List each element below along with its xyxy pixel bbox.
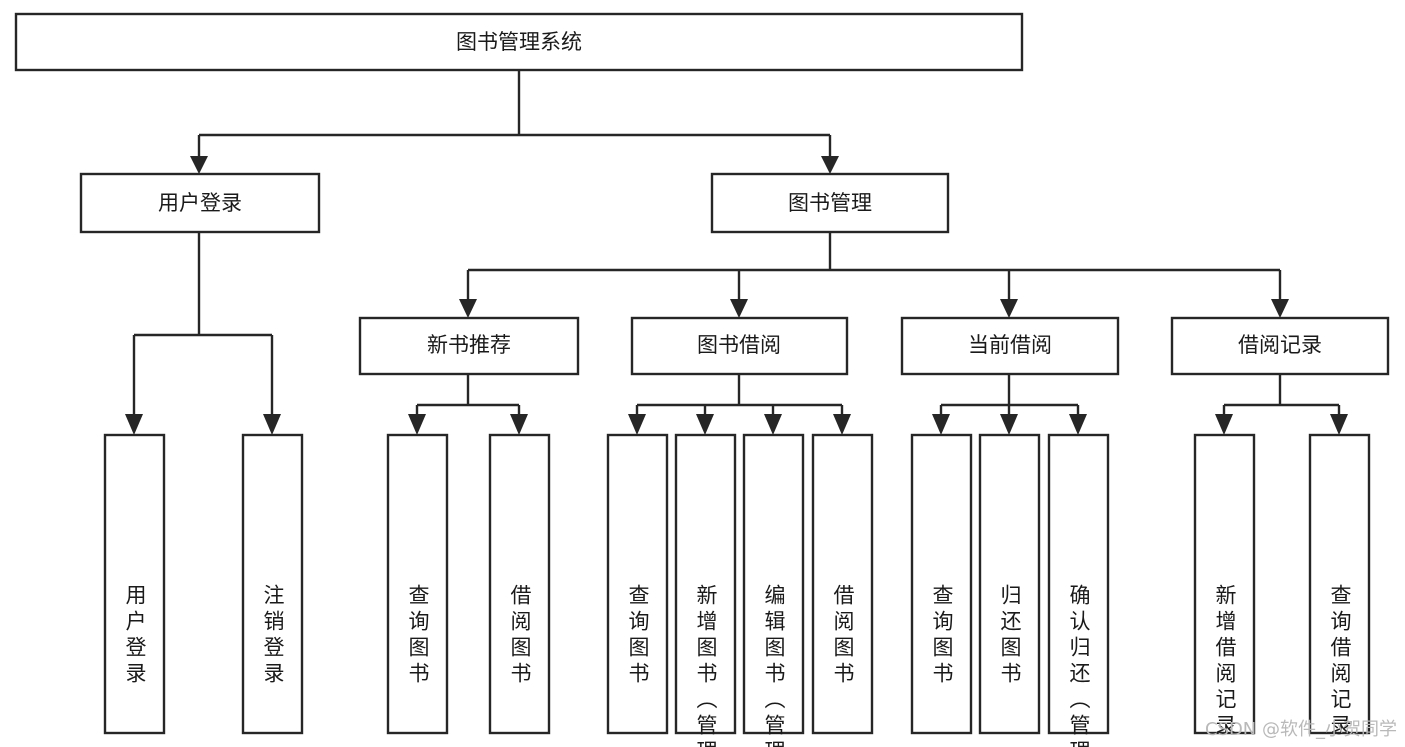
arrow-head-leaf-edit-book [764,414,782,435]
node-leaf-return-book-box[interactable] [978,433,1041,735]
node-leaf-query-record[interactable]: 查询借阅记录 [1308,433,1371,740]
node-leaf-query-book-1-box[interactable] [386,433,449,735]
node-leaf-query-record-label: 查询借阅记录 [1328,584,1352,740]
node-user-login-box[interactable] [79,172,321,234]
node-book-manage-box[interactable] [710,172,950,234]
node-leaf-return-book-label: 归还图书 [998,584,1022,688]
node-book-manage[interactable]: 图书管理 [710,172,950,234]
node-book-manage-label: 图书管理 [788,191,872,215]
node-current-borrow-box[interactable] [900,316,1120,376]
node-borrow-record[interactable]: 借阅记录 [1170,316,1390,376]
node-leaf-logout-login[interactable]: 注销登录 [241,433,304,735]
arrow-head-leaf-query-book-2 [628,414,646,435]
node-leaf-borrow-book-2-label: 借阅图书 [831,584,855,688]
arrow-head-leaf-add-book [696,414,714,435]
node-current-borrow[interactable]: 当前借阅 [900,316,1120,376]
node-leaf-add-book-label: 新增图书（管理员） [694,584,718,747]
arrow-head-current-borrow [1000,299,1018,318]
arrow-head-leaf-query-record [1330,414,1348,435]
arrow-head-leaf-user-login [125,414,143,435]
arrow-head-user-login [190,156,208,174]
node-leaf-query-book-1-label: 查询图书 [406,584,430,688]
node-leaf-add-book-box[interactable] [674,433,737,735]
node-leaf-logout-login-label: 注销登录 [261,584,285,688]
node-book-borrow-label: 图书借阅 [697,333,781,357]
node-root-label: 图书管理系统 [456,30,582,54]
node-borrow-record-box[interactable] [1170,316,1390,376]
node-leaf-add-record[interactable]: 新增借阅记录 [1193,433,1256,740]
node-leaf-logout-login-box[interactable] [241,433,304,735]
arrow-head-leaf-borrow-book-1 [510,414,528,435]
node-leaf-confirm-return-box[interactable] [1047,433,1110,735]
node-leaf-query-book-2-label: 查询图书 [626,584,650,688]
node-new-book-rec-box[interactable] [358,316,580,376]
node-new-book-rec[interactable]: 新书推荐 [358,316,580,376]
node-leaf-borrow-book-1-box[interactable] [488,433,551,735]
node-leaf-query-book-1[interactable]: 查询图书 [386,433,449,735]
arrow-head-leaf-logout-login [263,414,281,435]
node-book-borrow-box[interactable] [630,316,849,376]
node-leaf-user-login-box[interactable] [103,433,166,735]
arrow-head-leaf-confirm-return [1069,414,1087,435]
node-user-login[interactable]: 用户登录 [79,172,321,234]
node-leaf-borrow-book-2-box[interactable] [811,433,874,735]
node-leaf-query-record-box[interactable] [1308,433,1371,735]
arrow-head-book-manage [821,156,839,174]
node-leaf-add-record-box[interactable] [1193,433,1256,735]
node-leaf-borrow-book-1-label: 借阅图书 [508,584,532,688]
arrow-head-borrow-record [1271,299,1289,318]
node-leaf-confirm-return[interactable]: 确认归还（管理员） [1047,433,1110,747]
arrow-head-book-borrow [730,299,748,318]
node-leaf-add-record-label: 新增借阅记录 [1213,584,1237,740]
node-new-book-rec-label: 新书推荐 [427,333,511,357]
node-root-box[interactable] [14,12,1024,72]
node-current-borrow-label: 当前借阅 [968,333,1052,357]
node-leaf-return-book[interactable]: 归还图书 [978,433,1041,735]
node-leaf-borrow-book-1[interactable]: 借阅图书 [488,433,551,735]
arrow-head-leaf-borrow-book-2 [833,414,851,435]
arrow-head-leaf-query-book-1 [408,414,426,435]
arrow-head-leaf-query-book-3 [932,414,950,435]
arrow-head-new-book-rec [459,299,477,318]
node-leaf-add-book[interactable]: 新增图书（管理员） [674,433,737,747]
node-root[interactable]: 图书管理系统 [14,12,1024,72]
node-leaf-query-book-3-box[interactable] [910,433,973,735]
node-leaf-confirm-return-label: 确认归还（管理员） [1067,584,1091,747]
node-leaf-query-book-3[interactable]: 查询图书 [910,433,973,735]
node-leaf-edit-book-box[interactable] [742,433,805,735]
node-borrow-record-label: 借阅记录 [1238,333,1322,357]
node-book-borrow[interactable]: 图书借阅 [630,316,849,376]
node-leaf-edit-book-label: 编辑图书（管理员） [762,584,786,747]
arrow-head-leaf-add-record [1215,414,1233,435]
node-leaf-user-login[interactable]: 用户登录 [103,433,166,735]
node-leaf-query-book-2[interactable]: 查询图书 [606,433,669,735]
node-user-login-label: 用户登录 [158,191,242,215]
node-leaf-user-login-label: 用户登录 [123,584,147,688]
node-leaf-query-book-3-label: 查询图书 [930,584,954,688]
connector-layer [125,70,1348,435]
node-leaf-query-book-2-box[interactable] [606,433,669,735]
arrow-head-leaf-return-book [1000,414,1018,435]
node-leaf-edit-book[interactable]: 编辑图书（管理员） [742,433,805,747]
node-leaf-borrow-book-2[interactable]: 借阅图书 [811,433,874,735]
